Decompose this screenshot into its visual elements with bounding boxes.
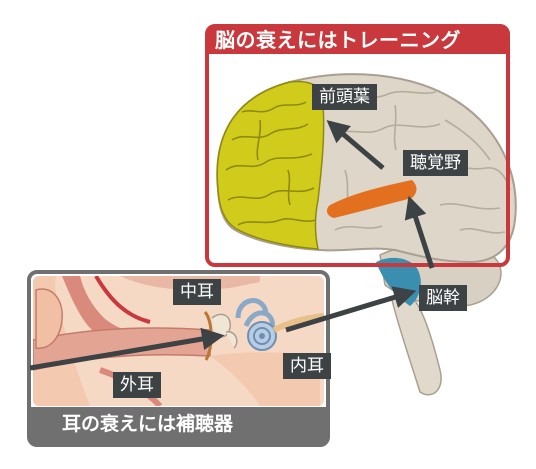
arrow-brainstem-to-auditory-area xyxy=(404,195,435,269)
label-inner-ear: 内耳 xyxy=(283,353,331,379)
label-frontal-lobe: 前頭葉 xyxy=(312,84,377,110)
brain-frame-title-band xyxy=(207,26,508,54)
ear-frame-title-band xyxy=(29,407,328,445)
brainstem-lower xyxy=(391,289,442,396)
arrow-outer-to-middle-ear xyxy=(29,327,225,371)
label-auditory-area: 聴覚野 xyxy=(403,150,468,176)
arrow-ear-to-brainstem xyxy=(285,286,417,333)
arrow-auditory-area-to-frontal-lobe xyxy=(326,120,385,170)
label-brainstem: 脳幹 xyxy=(419,285,467,311)
signal-arrows xyxy=(29,120,435,371)
label-middle-ear: 中耳 xyxy=(173,279,221,305)
frontal-lobe xyxy=(216,80,325,250)
brain-illustration xyxy=(216,73,517,396)
auditory-area xyxy=(326,180,417,218)
label-outer-ear: 外耳 xyxy=(113,372,161,398)
ear-box-title: 耳の衰えには補聴器 xyxy=(62,413,234,435)
brain-box-title: 脳の衰えにはトレーニング xyxy=(215,28,461,52)
